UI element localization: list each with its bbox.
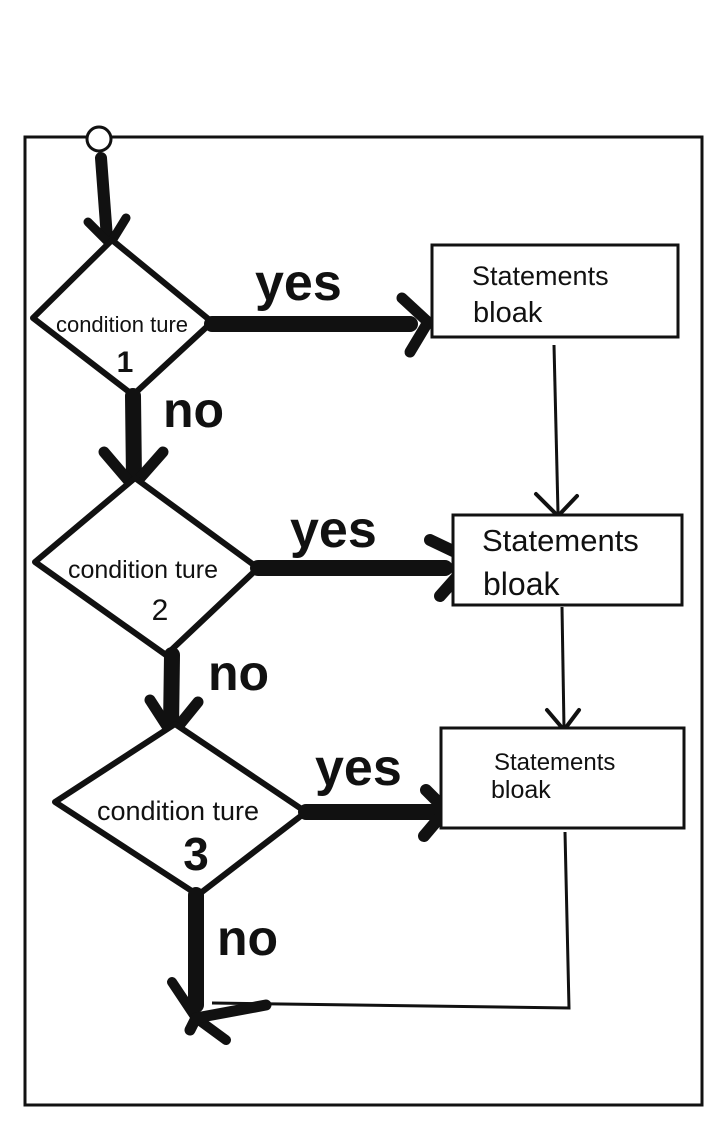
- yes-arrowhead-1: [396, 292, 434, 358]
- yes-label-2: yes: [290, 501, 377, 559]
- decision-1-text: condition ture: [56, 312, 188, 337]
- statement-box-2: [451, 513, 684, 607]
- statement-3-line2: bloak: [491, 776, 551, 804]
- decision-3-text: condition ture: [97, 796, 259, 826]
- yes-label-3: yes: [315, 739, 402, 797]
- diagram-frame: [23, 135, 704, 1107]
- box-3-return-line: [211, 831, 571, 1010]
- no-connector-1: [125, 388, 142, 488]
- no-label-3: no: [217, 910, 278, 966]
- no-label-1: no: [163, 382, 224, 438]
- yes-label-1: yes: [255, 254, 342, 312]
- statement-box-3: [439, 726, 686, 830]
- box-connector-1-2: [552, 344, 560, 514]
- statement-2-line1: Statements: [482, 523, 639, 558]
- no-connector-2: [163, 647, 180, 736]
- merge-arrowhead: [184, 999, 272, 1036]
- box-connector-2-3: [560, 606, 566, 729]
- statement-1-line1: Statements: [472, 261, 609, 291]
- statement-1-line2: bloak: [473, 297, 543, 329]
- statement-box-1: [430, 243, 680, 339]
- entry-connector: [95, 152, 113, 244]
- no-label-2: no: [208, 645, 269, 701]
- decision-3-number: 3: [183, 828, 209, 880]
- statement-3-line1: Statements: [494, 749, 615, 776]
- start-node: [85, 125, 113, 153]
- decision-1-number: 1: [117, 346, 134, 379]
- decision-2-number: 2: [152, 594, 169, 627]
- decision-2-text: condition ture: [68, 556, 218, 584]
- statement-2-line2: bloak: [483, 566, 561, 602]
